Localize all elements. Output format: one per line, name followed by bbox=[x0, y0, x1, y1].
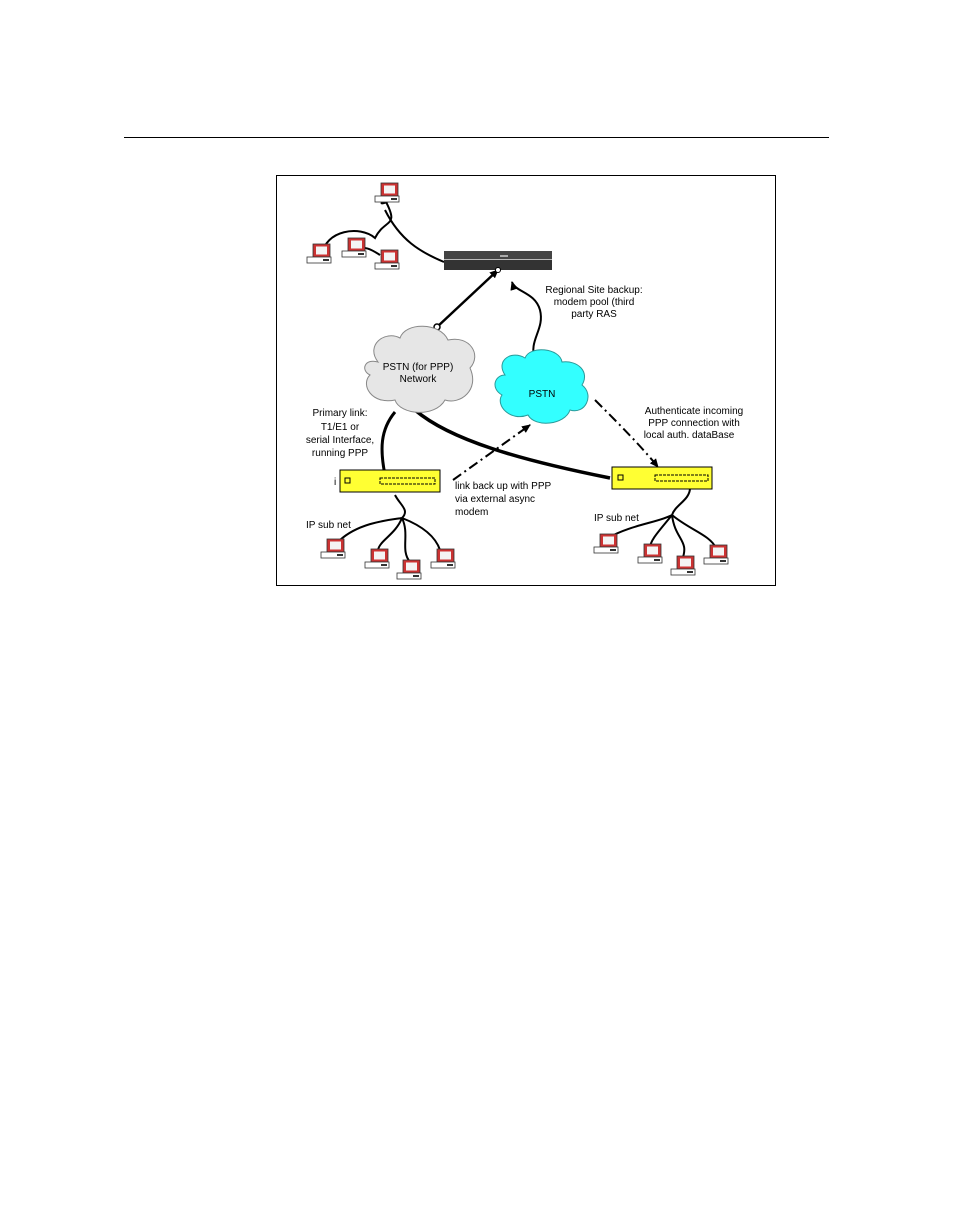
authenticate-line3: local auth. dataBase bbox=[644, 430, 735, 441]
pstn-backup-cloud: PSTN bbox=[495, 350, 588, 424]
async-backup-link bbox=[453, 425, 530, 480]
pstn-to-right-router bbox=[415, 410, 610, 478]
left-router bbox=[340, 470, 440, 492]
regional-site-line2: modem pool (third bbox=[554, 297, 635, 308]
regional-to-backup-pstn bbox=[512, 282, 541, 360]
pstn-primary-cloud: PSTN (for PPP) Network bbox=[365, 326, 475, 412]
link-backup-line2: via external async bbox=[455, 494, 535, 505]
primary-link-line3: serial Interface, bbox=[306, 435, 374, 446]
left-pc-3 bbox=[397, 560, 421, 579]
right-pc-4 bbox=[704, 545, 728, 564]
top-pc-2 bbox=[307, 244, 331, 263]
top-pc-1 bbox=[375, 183, 399, 202]
link-backup-line3: modem bbox=[455, 507, 488, 518]
regional-ras-device bbox=[444, 251, 552, 273]
pstn-primary-line1: PSTN (for PPP) bbox=[383, 362, 454, 373]
regional-site-line3: party RAS bbox=[571, 309, 617, 320]
right-subnet-label: IP sub net bbox=[594, 513, 639, 524]
pstn-to-regional-link bbox=[437, 270, 498, 327]
authenticate-line2: PPP connection with bbox=[648, 418, 740, 429]
top-pc-3 bbox=[342, 238, 366, 257]
right-router bbox=[612, 467, 712, 489]
left-lan-cable bbox=[340, 495, 440, 562]
pstn-backup-label: PSTN bbox=[529, 389, 556, 400]
top-pc-4 bbox=[375, 250, 399, 269]
regional-site-line1: Regional Site backup: bbox=[545, 285, 642, 296]
primary-link-line4: running PPP bbox=[312, 448, 368, 459]
pstn-primary-line2: Network bbox=[400, 374, 438, 385]
authenticate-line1: Authenticate incoming bbox=[645, 406, 743, 417]
primary-link-line2: T1/E1 or bbox=[321, 422, 360, 433]
primary-link-line bbox=[382, 412, 395, 475]
right-lan-cable bbox=[608, 488, 716, 560]
left-pc-4 bbox=[431, 549, 455, 568]
right-pc-3 bbox=[671, 556, 695, 575]
left-router-mark: i bbox=[334, 477, 336, 488]
primary-link-line1: Primary link: bbox=[312, 408, 367, 419]
right-pc-1 bbox=[594, 534, 618, 553]
left-pc-2 bbox=[365, 549, 389, 568]
right-pc-2 bbox=[638, 544, 662, 563]
left-pc-1 bbox=[321, 539, 345, 558]
link-backup-line1: link back up with PPP bbox=[455, 481, 551, 492]
left-subnet-label: IP sub net bbox=[306, 520, 351, 531]
